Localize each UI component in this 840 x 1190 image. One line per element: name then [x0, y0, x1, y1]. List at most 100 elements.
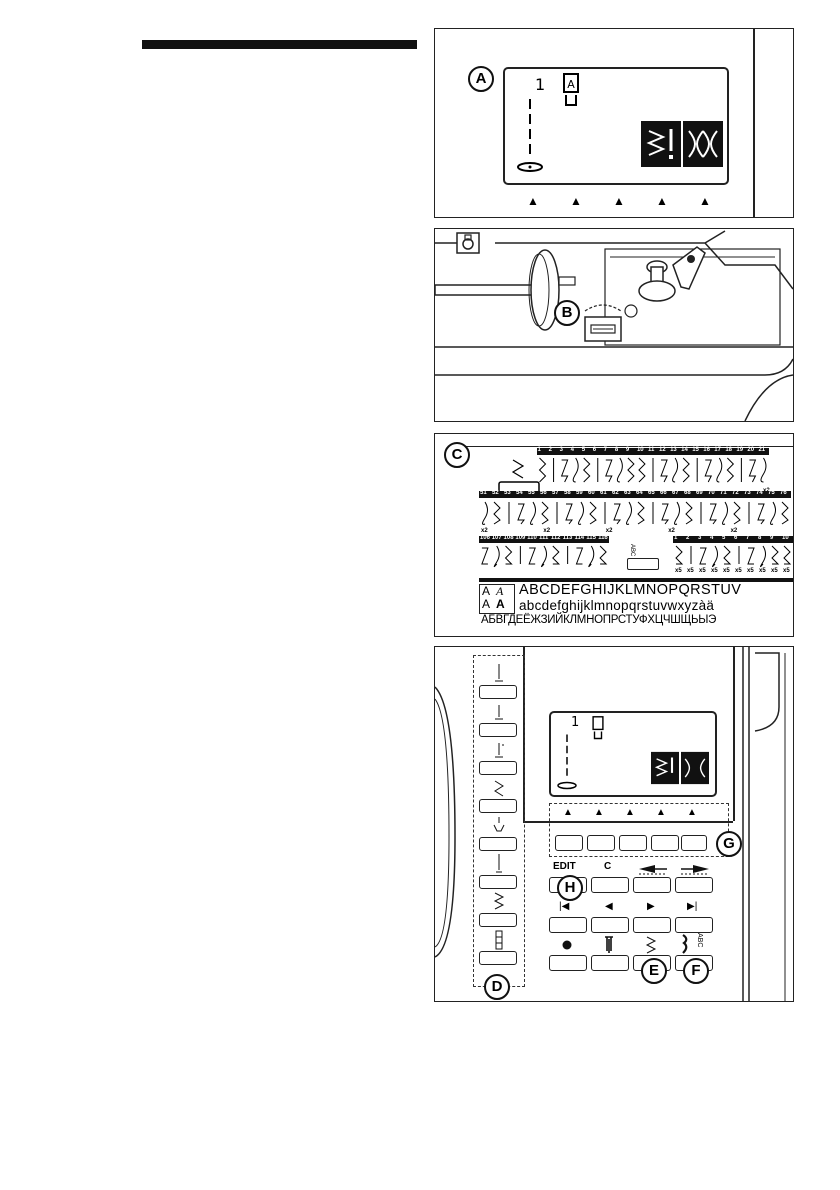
stitch-pattern-mark: [530, 501, 536, 525]
soft-key-1[interactable]: [555, 835, 583, 851]
stitch-number-label: 62: [612, 490, 619, 496]
stitch-number-label: 56: [540, 490, 547, 496]
stitch-mode-icon: [645, 936, 657, 954]
stitch-pattern-mark: [704, 459, 713, 483]
soft-key-arrow: ▲: [687, 807, 697, 818]
stitch-pattern-mark: [771, 545, 780, 565]
stitch-pattern-mark: [660, 459, 668, 483]
pattern-start-button[interactable]: [633, 877, 671, 893]
stitch-number-label: 116: [598, 535, 608, 541]
forward-button[interactable]: [633, 917, 671, 933]
stitch-pattern-mark: [682, 457, 690, 483]
clear-button[interactable]: [591, 877, 629, 893]
callout-b: B: [554, 300, 580, 326]
first-button[interactable]: [549, 917, 587, 933]
stitch-number-label: 21: [758, 447, 766, 453]
stitch-number-label: 54: [516, 490, 523, 496]
soft-key-5[interactable]: [681, 835, 707, 851]
row2-number-bar: [479, 491, 791, 498]
row3-number-bar: [479, 536, 609, 543]
multiplier-label: x5: [783, 568, 790, 574]
stitch-number-label: 112: [550, 535, 561, 541]
font-sample: A: [496, 597, 505, 611]
memory-icon: [562, 940, 572, 950]
soft-key-arrow: ▲: [527, 194, 539, 208]
stitch-pattern-mark: [493, 501, 501, 525]
soft-key-3[interactable]: [619, 835, 647, 851]
soft-key-arrow: ▲: [656, 194, 668, 208]
first-icon: |◀: [559, 901, 570, 912]
stitch-number-label: 14: [681, 447, 688, 453]
stitch-pattern-mark: [588, 545, 595, 568]
stitch-number-label: 107: [491, 535, 502, 541]
stitch-number-label: 76: [780, 490, 787, 496]
last-button[interactable]: [675, 917, 713, 933]
straight-stitch-icon: [517, 99, 543, 172]
stitch-number-label: 1: [537, 447, 541, 453]
soft-key-arrow: ▲: [656, 807, 666, 818]
preset-stitch-button-7[interactable]: [479, 913, 517, 927]
soft-key-arrow: ▲: [625, 807, 635, 818]
stitch-pattern-mark: [674, 501, 680, 525]
stitch-pattern-mark: [572, 457, 579, 483]
stitch-number-label: 69: [696, 490, 703, 496]
callout-g: G: [716, 831, 742, 857]
stitch-pattern-mark: [589, 501, 597, 525]
soft-key-arrow: ▲: [613, 194, 625, 208]
preset-stitch-button-4[interactable]: [479, 799, 517, 813]
stitch-number-label: 72: [732, 490, 739, 496]
font-sample: A: [482, 597, 491, 611]
stitch-pattern-mark: [748, 459, 757, 483]
forward-icon: ▶: [647, 901, 655, 912]
memory-button[interactable]: [549, 955, 587, 971]
stitch-pattern-mark: [493, 545, 500, 568]
stitch-number-label: 4: [710, 535, 714, 541]
stitch-number-label: 70: [708, 490, 715, 496]
preset-stitch-button-1[interactable]: [479, 685, 517, 699]
preset-stitch-button-5[interactable]: [479, 837, 517, 851]
soft-key-arrow: ▲: [570, 194, 582, 208]
stitch-number-label: 67: [672, 490, 679, 496]
stitch-number-label: 1: [674, 535, 678, 541]
stitch-pattern-mark: [783, 545, 792, 565]
soft-key-arrow: ▲: [699, 194, 711, 208]
preset-stitch-button-2[interactable]: [479, 723, 517, 737]
pattern-end-button[interactable]: [675, 877, 713, 893]
needle-position-button[interactable]: [591, 955, 629, 971]
stitch-number-label: 55: [528, 490, 535, 496]
multiplier-label: x5: [771, 568, 778, 574]
preset-stitch-button-8[interactable]: [479, 951, 517, 965]
preset-stitch-button-3[interactable]: [479, 761, 517, 775]
stitch-pattern-mark: [675, 545, 684, 565]
pattern-end-icon: [681, 865, 709, 875]
stitch-pattern-mark: [699, 547, 707, 565]
stitch-pattern-mark: [538, 457, 547, 483]
multiplier-label: x5: [735, 568, 742, 574]
panel-b-bobbin: [434, 228, 794, 422]
stitch-number-label: 53: [504, 490, 511, 496]
abc-label: ABC: [629, 544, 635, 557]
soft-key-4[interactable]: [651, 835, 679, 851]
preset-stitch-button-6[interactable]: [479, 875, 517, 889]
clear-label: C: [604, 861, 612, 872]
stitch-pattern-mark: [726, 457, 735, 483]
stitch-pattern-mark: [575, 547, 584, 565]
preset-stitch-icon: [496, 854, 502, 873]
stitch-number-label: 59: [576, 490, 583, 496]
bobbin-winder-illustration: [435, 230, 793, 421]
preset-stitch-icon: [495, 930, 503, 950]
stitch-number-label: 3: [698, 535, 702, 541]
multiplier-label: x5: [723, 568, 730, 574]
stitch-selection-icon: [651, 751, 679, 785]
callout-d: D: [484, 974, 510, 1000]
multiplier-label: x5: [759, 568, 766, 574]
stitch-number-label: 113: [562, 535, 573, 541]
stitch-number-label: 71: [720, 490, 727, 496]
soft-key-2[interactable]: [587, 835, 615, 851]
multiplier-label: x5: [675, 568, 682, 574]
back-button[interactable]: [591, 917, 629, 933]
stitch-selection-icon: [641, 121, 681, 167]
preset-stitch-icon: [495, 664, 503, 682]
stitch-number-label: 63: [624, 490, 631, 496]
